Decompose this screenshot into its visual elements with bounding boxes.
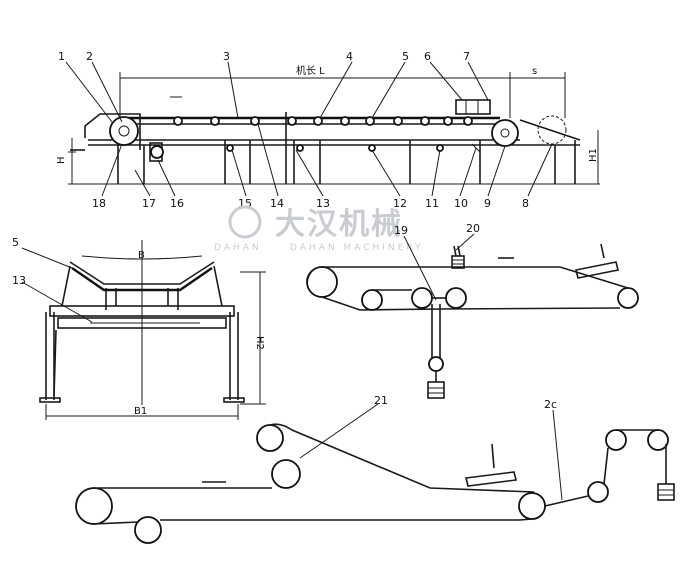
scheme-1: 19 20 (306, 222, 639, 399)
b1-label: B1 (134, 406, 147, 417)
part-2: 2 (86, 50, 93, 63)
cross-section-view: 5 13 B B1 H2 (12, 236, 266, 420)
part-4: 4 (346, 50, 353, 63)
part-14: 14 (270, 197, 284, 210)
part-8: 8 (522, 197, 529, 210)
part-7: 7 (463, 50, 470, 63)
part-11: 11 (425, 197, 439, 210)
part-6: 6 (424, 50, 431, 63)
scheme-part-2c: 2c (544, 398, 557, 411)
watermark-sub-left: DAHAN (214, 243, 262, 253)
h2-label: H2 (254, 336, 265, 350)
h1-label: H1 (588, 148, 599, 162)
part-16: 16 (170, 197, 184, 210)
cs-part-5: 5 (12, 236, 19, 249)
scheme-part-19: 19 (394, 224, 408, 237)
b-label: B (138, 250, 145, 261)
watermark-logo-text: 大汉机械 (275, 207, 403, 242)
watermark-sub-right: DAHAN MACHINERY (290, 243, 424, 253)
part-3: 3 (223, 50, 230, 63)
part-13: 13 (316, 197, 330, 210)
side-elevation: 机长 L s H H1 1 2 3 4 5 6 7 18 17 16 15 14… (56, 50, 600, 210)
scheme-part-20: 20 (466, 222, 480, 235)
part-1: 1 (58, 50, 65, 63)
part-17: 17 (142, 197, 156, 210)
part-9: 9 (484, 197, 491, 210)
part-12: 12 (393, 197, 407, 210)
part-10: 10 (454, 197, 468, 210)
s-label: s (532, 66, 537, 77)
part-18: 18 (92, 197, 106, 210)
watermark: 大汉机械 DAHAN DAHAN MACHINERY (214, 205, 424, 253)
h-label: H (56, 156, 67, 164)
length-label: 机长 L (296, 64, 325, 77)
cs-part-13: 13 (12, 274, 26, 287)
scheme-2: 21 2c (75, 394, 675, 544)
scheme-part-21: 21 (374, 394, 388, 407)
return-idlers (226, 144, 444, 152)
carrying-idlers (173, 116, 473, 126)
part-5: 5 (402, 50, 409, 63)
